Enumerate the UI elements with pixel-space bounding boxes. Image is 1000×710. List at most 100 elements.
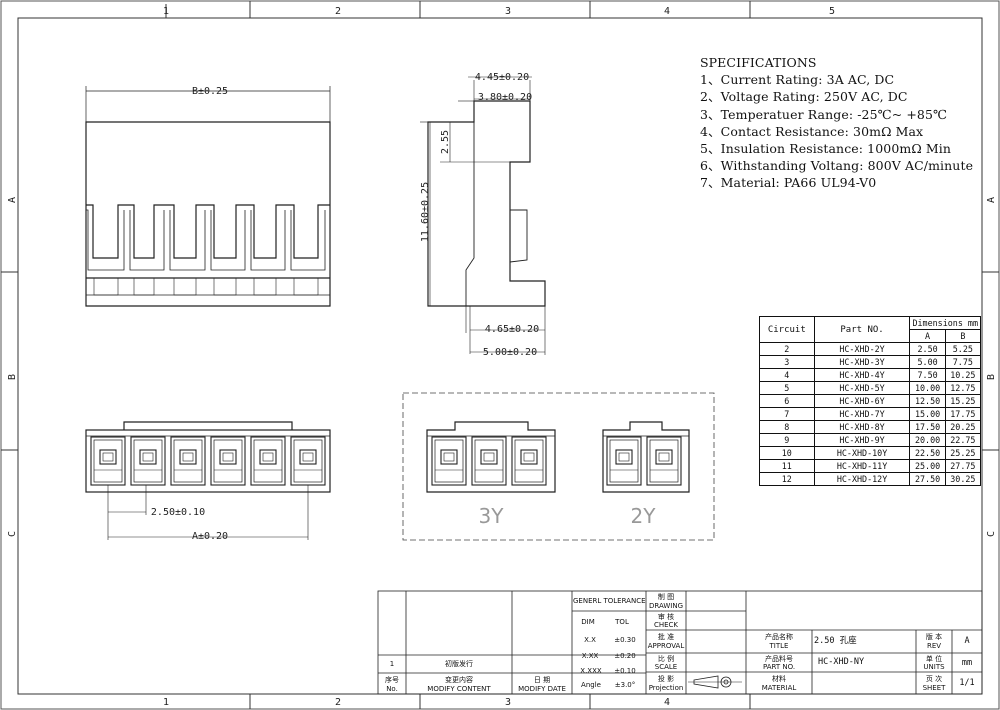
col-label-1-bottom: 1	[163, 697, 169, 708]
tol-col-label: TOL	[615, 618, 629, 626]
title-block-grid	[377, 590, 983, 695]
tol-row-3-tol: ±0.10	[614, 667, 636, 675]
cell-part: HC-XHD-9Y	[813, 433, 911, 447]
cavity-shape	[293, 439, 323, 483]
cell-circuit: 7	[759, 407, 815, 421]
title-value: 2.50 孔座	[814, 636, 857, 646]
tolerance-title: GENERL TOLERANCE	[573, 597, 646, 605]
cavity-shape	[222, 452, 234, 462]
no-cn: 序号	[385, 676, 399, 684]
variant-2y-label: 2Y	[631, 504, 657, 528]
cavity-shape	[483, 452, 495, 462]
variant-3y-cells	[431, 436, 547, 486]
specifications: SPECIFICATIONS 1、Current Rating: 3A AC, …	[700, 54, 990, 192]
spec-item-1: 1、Current Rating: 3A AC, DC	[700, 72, 895, 88]
cavity-shape	[615, 449, 633, 465]
rev-cn: 版 本	[925, 633, 943, 641]
col-part-header: Part NO.	[813, 316, 911, 343]
cavity-shape	[299, 449, 317, 465]
col-a-header: A	[909, 329, 946, 343]
cell-b: 12.75	[944, 381, 982, 395]
cavity-shape	[514, 439, 544, 483]
spec-item-2: 2、Voltage Rating: 250V AC, DC	[700, 89, 908, 105]
date-cn: 日 期	[533, 676, 551, 684]
cell-a: 20.00	[909, 433, 946, 447]
row-label-a: A	[7, 197, 18, 203]
col-circuit-header: Circuit	[759, 316, 815, 343]
cell-a: 25.00	[909, 459, 946, 473]
pitch-dims	[107, 485, 309, 540]
row-label-c-right: C	[986, 531, 997, 537]
cell-circuit: 6	[759, 394, 815, 408]
part-cn: 产品料号	[765, 655, 793, 663]
cavity-shape	[182, 452, 194, 462]
spec-item-6: 6、Withstanding Voltang: 800V AC/minute	[700, 158, 974, 174]
projection-cn: 投 影	[657, 675, 675, 683]
cavity-shape	[179, 449, 197, 465]
cell-b: 17.75	[944, 407, 982, 421]
scale-en: SCALE	[654, 663, 678, 671]
cell-a: 7.50	[909, 368, 946, 382]
cell-b: 20.25	[944, 420, 982, 434]
units-en: UNITS	[923, 663, 945, 671]
check-en: CHECK	[653, 621, 679, 629]
revision-description: 初版发行	[445, 660, 473, 668]
col-label-2: 2	[335, 6, 341, 17]
spec-item-7: 7、Material: PA66 UL94-V0	[700, 175, 877, 191]
cavity-shape	[102, 452, 114, 462]
variant-2y-cells	[606, 436, 682, 486]
cell-b: 25.25	[944, 446, 982, 460]
dim-500-label: 5.00±0.20	[483, 347, 537, 358]
cavity-shape	[219, 449, 237, 465]
cell-circuit: 4	[759, 368, 815, 382]
row-label-a-right: A	[986, 197, 997, 203]
cavity-shape	[170, 436, 206, 486]
cavity-shape	[474, 439, 504, 483]
approval-cn: 批 准	[657, 633, 675, 641]
dim-1160-label: 11.60±0.25	[420, 182, 431, 242]
cavity-shape	[443, 452, 455, 462]
cavity-shape	[658, 452, 670, 462]
content-en: MODIFY CONTENT	[427, 685, 491, 693]
cell-a: 22.50	[909, 446, 946, 460]
dim-465-label: 4.65±0.20	[485, 324, 539, 335]
cavity-shape	[480, 449, 498, 465]
cavity-shape	[130, 436, 166, 486]
cell-b: 22.75	[944, 433, 982, 447]
cavity-shape	[139, 449, 157, 465]
cell-a: 17.50	[909, 420, 946, 434]
cell-part: HC-XHD-10Y	[813, 446, 911, 460]
cell-circuit: 3	[759, 355, 815, 369]
cell-part: HC-XHD-12Y	[813, 472, 911, 486]
variant-2y-view	[602, 421, 690, 493]
tol-row-1-tol: ±0.30	[614, 636, 636, 644]
cell-circuit: 5	[759, 381, 815, 395]
col-label-1: 1	[163, 6, 169, 17]
cavity-shape	[250, 436, 286, 486]
cell-part: HC-XHD-5Y	[813, 381, 911, 395]
dim-445-label: 4.45±0.20	[475, 72, 529, 83]
cell-part: HC-XHD-11Y	[813, 459, 911, 473]
col-b-header: B	[944, 329, 982, 343]
cavity-shape	[93, 439, 123, 483]
drawing-en: DRAWING	[648, 602, 684, 610]
cell-a: 15.00	[909, 407, 946, 421]
col-dims-header: Dimensions mm	[909, 316, 981, 330]
approval-en: APPROVAL	[647, 642, 685, 650]
cell-part: HC-XHD-6Y	[813, 394, 911, 408]
spec-item-5: 5、Insulation Resistance: 1000mΩ Min	[700, 141, 952, 157]
cavity-shape	[210, 436, 246, 486]
drawing-cn: 制 图	[657, 593, 675, 601]
scale-cn: 比 例	[657, 655, 675, 663]
cavity-shape	[646, 436, 682, 486]
cell-b: 7.75	[944, 355, 982, 369]
rev-value: A	[964, 636, 970, 646]
